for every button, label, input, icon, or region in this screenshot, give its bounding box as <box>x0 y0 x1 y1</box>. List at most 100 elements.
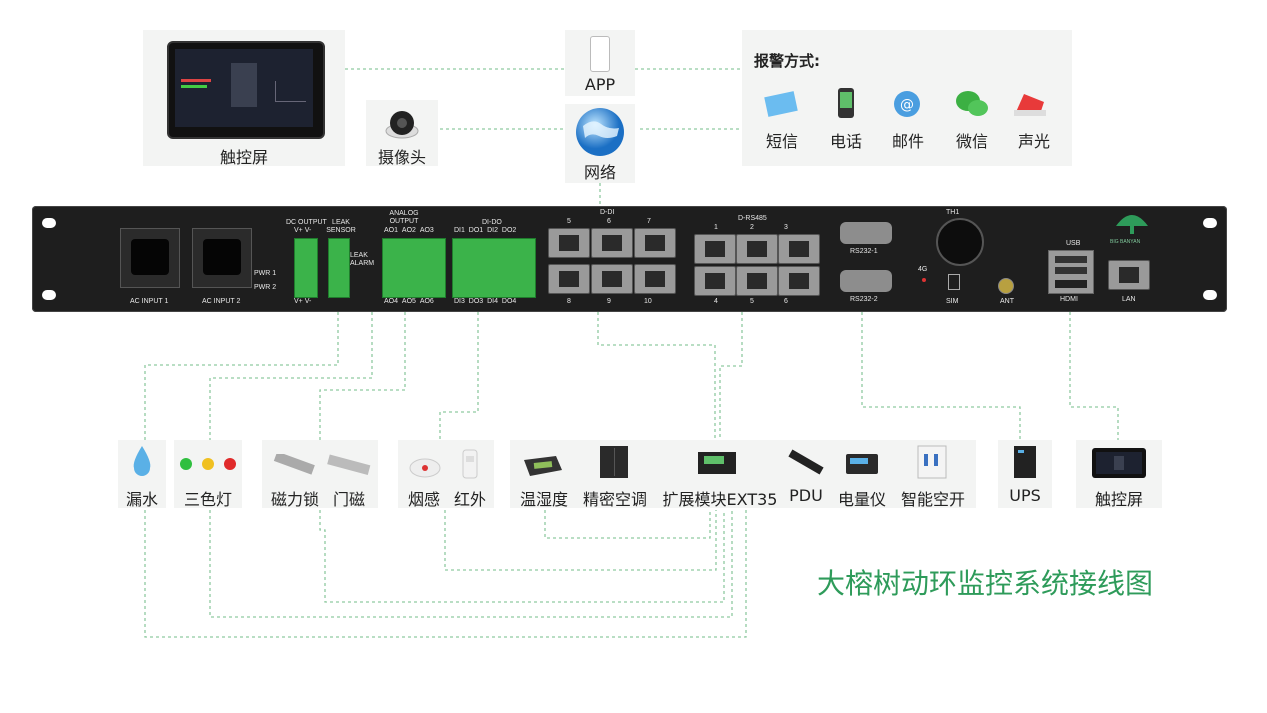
4g-label: 4G <box>918 266 928 273</box>
ac-input-2-label: AC INPUT 2 <box>202 298 241 305</box>
th1-connector <box>936 218 984 266</box>
smoke-label: 烟感 <box>407 490 440 509</box>
expansion-module-label: 扩展模块EXT35 <box>662 490 778 509</box>
svg-text:@: @ <box>900 97 914 113</box>
ao4-label: AO4 <box>384 298 399 305</box>
dc-output-label: DC OUTPUT <box>286 219 327 226</box>
rs485-port-4 <box>694 266 736 296</box>
infrared-sensor-icon <box>462 449 478 479</box>
do2-label: DO2 <box>501 227 517 234</box>
smart-breaker-icon <box>917 445 947 479</box>
rs485-4-label: 4 <box>714 298 718 305</box>
wechat-icon <box>956 91 988 116</box>
ddi-port-10 <box>634 264 676 294</box>
phone-call-icon <box>838 88 854 118</box>
door-sensor-icon <box>327 454 371 475</box>
ddi-6-label: 6 <box>607 218 611 225</box>
analog-output-label: ANALOG OUTPUT <box>389 210 419 225</box>
sms-icon <box>764 91 798 117</box>
ddi-8-label: 8 <box>567 298 571 305</box>
smoke-detector-icon <box>409 458 441 478</box>
precision-ac-label: 精密空调 <box>582 490 647 509</box>
ddi-9-label: 9 <box>607 298 611 305</box>
pwr2-label: PWR 2 <box>254 284 277 291</box>
precision-ac-icon <box>600 446 628 478</box>
rs485-1-label: 1 <box>714 224 718 231</box>
rs232-1-port <box>840 222 892 244</box>
ddi-port-8 <box>548 264 590 294</box>
rs485-port-6 <box>778 266 820 296</box>
camera-card: 摄像头 <box>366 100 438 167</box>
do1-label: DO1 <box>468 227 484 234</box>
siren-icon <box>1014 94 1046 116</box>
tri-color-light-card: 三色灯 <box>174 440 242 509</box>
alarm-method-wechat: 微信 <box>955 132 988 151</box>
hdmi-label: HDMI <box>1060 296 1078 303</box>
dc-v-bottom-label: V+ V- <box>294 298 312 305</box>
ac-input-2-socket <box>192 228 252 288</box>
red-light-icon <box>224 458 236 470</box>
app-label: APP <box>584 75 616 94</box>
ddi-port-7 <box>634 228 676 258</box>
leak-sensor-terminal <box>328 238 350 298</box>
leak-alarm-label: LEAK ALARM <box>350 252 375 267</box>
antenna-connector <box>998 278 1014 294</box>
ac-input-1-label: AC INPUT 1 <box>130 298 169 305</box>
d-di-label: D-DI <box>600 209 615 216</box>
pdu-icon <box>788 449 824 475</box>
power-meter-icon <box>846 454 878 474</box>
touchscreen-icon <box>1092 448 1146 478</box>
yellow-light-icon <box>202 458 214 470</box>
phone-icon <box>590 36 610 72</box>
rs485-port-3 <box>778 234 820 264</box>
analog-output-terminal <box>382 238 446 298</box>
smart-breaker-label: 智能空开 <box>900 490 965 509</box>
usb-label: USB <box>1066 240 1081 247</box>
peripherals-card: 温湿度 精密空调 扩展模块EXT35 PDU 电量仪 智能空开 <box>510 440 976 509</box>
ac-input-1-socket <box>120 228 180 288</box>
ups-label: UPS <box>1009 486 1041 505</box>
device-panel: AC INPUT 1 AC INPUT 2 PWR 1 PWR 2 DC OUT… <box>32 206 1227 312</box>
leak-sensor-label: LEAK SENSOR <box>326 219 356 234</box>
rs485-2-label: 2 <box>750 224 754 231</box>
ddi-7-label: 7 <box>647 218 651 225</box>
ao3-label: AO3 <box>419 227 434 234</box>
temp-humidity-icon <box>524 456 562 476</box>
alarm-method-sms: 短信 <box>765 132 798 151</box>
water-drop-icon <box>133 446 151 476</box>
pwr1-label: PWR 1 <box>254 270 277 277</box>
d-rs485-label: D-RS485 <box>738 215 767 222</box>
touchscreen-label: 触控屏 <box>219 148 268 167</box>
ant-label: ANT <box>1000 298 1014 305</box>
di4-label: DI4 <box>487 298 498 305</box>
water-leak-label: 漏水 <box>125 490 158 509</box>
di-do-label: DI-DO <box>482 219 502 226</box>
banyan-tree-logo <box>1116 215 1148 234</box>
th1-label: TH1 <box>946 209 960 216</box>
temp-humidity-label: 温湿度 <box>519 490 568 509</box>
alarm-method-siren: 声光 <box>1017 132 1050 151</box>
bottom-touchscreen-card: 触控屏 <box>1076 440 1162 509</box>
alarm-method-phone: 电话 <box>829 132 862 151</box>
rs485-port-1 <box>694 234 736 264</box>
brand-label: BIG BANYAN <box>1110 239 1141 245</box>
camera-icon <box>385 111 419 139</box>
pdu-label: PDU <box>789 486 823 505</box>
email-icon: @ <box>894 91 920 117</box>
ao5-label: AO5 <box>401 298 416 305</box>
green-light-icon <box>180 458 192 470</box>
usb-hdmi-port <box>1048 250 1094 294</box>
network-card: 网络 <box>565 104 635 183</box>
power-meter-label: 电量仪 <box>837 490 886 509</box>
network-label: 网络 <box>583 163 616 182</box>
dc-v-top-label: V+ V- <box>294 227 312 234</box>
lan-label: LAN <box>1122 296 1136 303</box>
ddi-5-label: 5 <box>567 218 571 225</box>
dc-output-terminal <box>294 238 318 298</box>
tri-color-light-label: 三色灯 <box>183 490 232 509</box>
infrared-label: 红外 <box>453 490 486 509</box>
ddi-10-label: 10 <box>644 298 652 305</box>
camera-label: 摄像头 <box>377 148 426 167</box>
rs485-port-2 <box>736 234 778 264</box>
